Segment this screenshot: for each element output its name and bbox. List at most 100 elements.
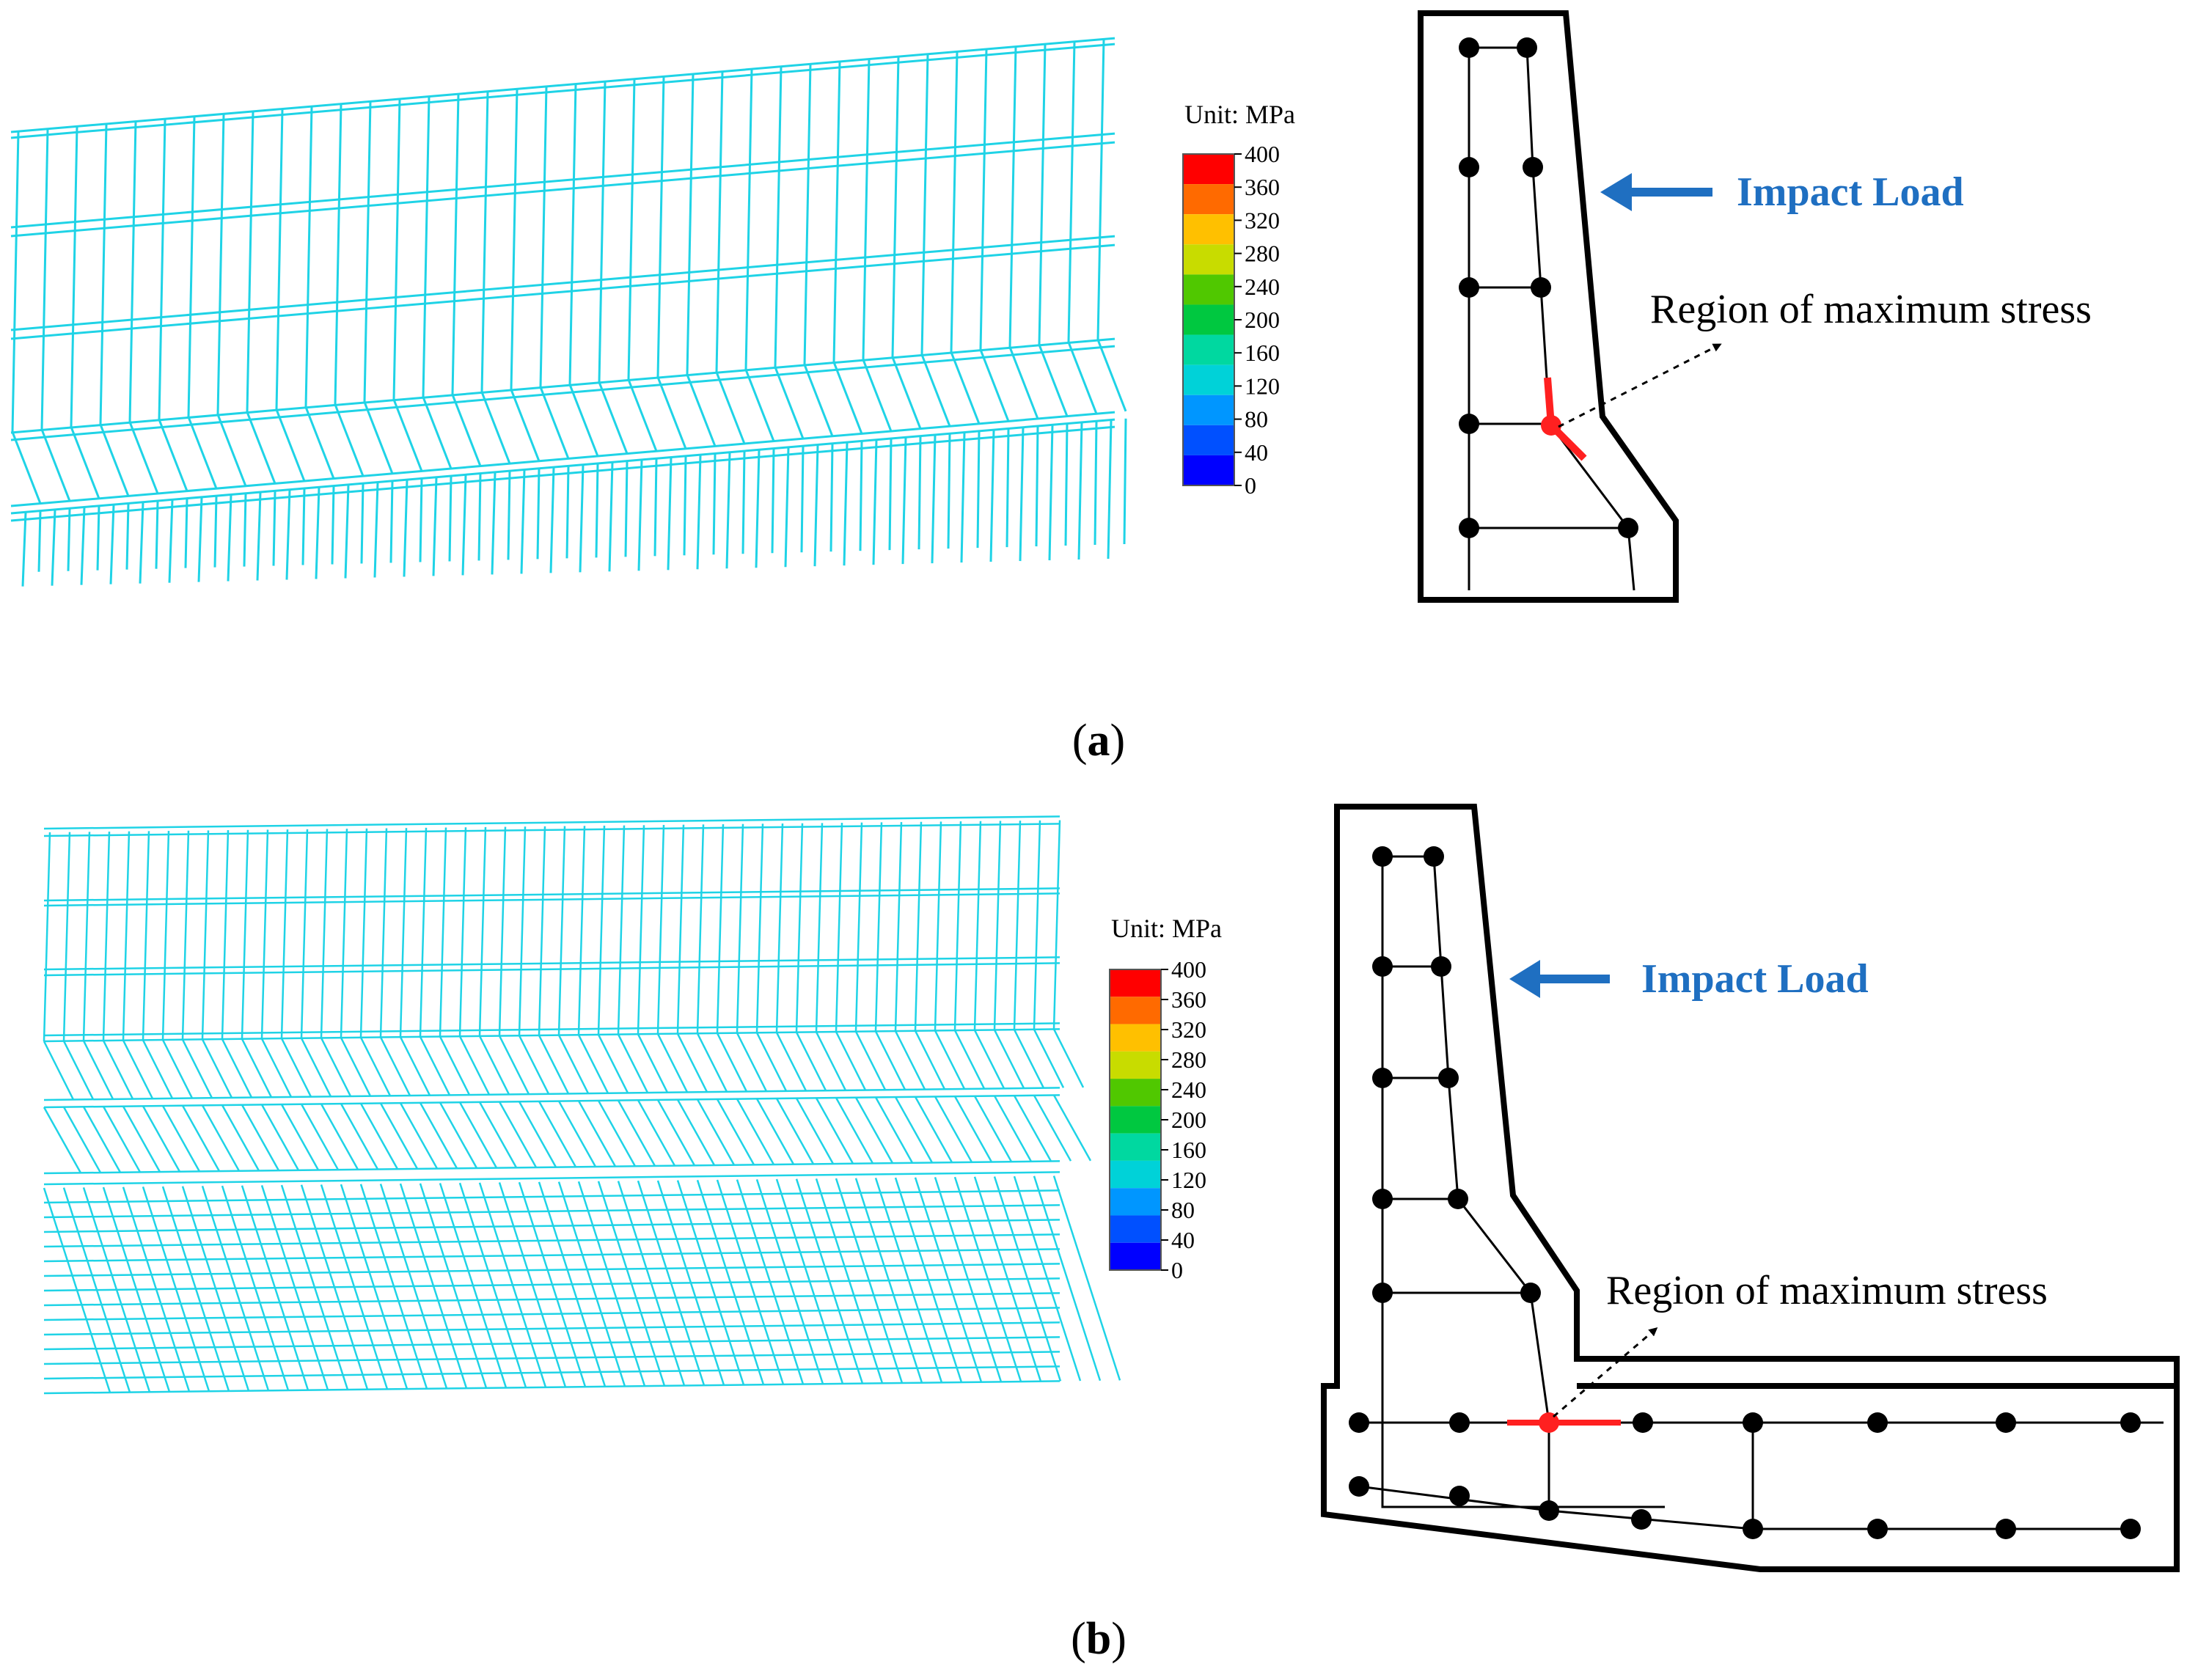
- legend-tick-label: 40: [1245, 439, 1268, 466]
- legend-swatch: [1183, 154, 1234, 185]
- legend-swatch: [1183, 304, 1234, 335]
- rebar-node: [2120, 1519, 2141, 1539]
- rebar-node: [1459, 277, 1479, 298]
- region-pointer-b: [1553, 1327, 1658, 1418]
- rebar-node: [1867, 1412, 1888, 1433]
- impact-arrow-b: [1509, 960, 1610, 998]
- legend-swatch: [1110, 969, 1161, 997]
- legend-swatch: [1110, 1024, 1161, 1052]
- legend-tick-label: 0: [1171, 1257, 1183, 1283]
- rebar-node: [1372, 1068, 1393, 1088]
- rebar-node: [1517, 37, 1537, 58]
- legend-swatch: [1110, 1079, 1161, 1107]
- region-label-a: Region of maximum stress: [1650, 287, 2092, 332]
- legend-tick-label: 400: [1171, 956, 1206, 983]
- rebar-node: [1449, 1486, 1470, 1506]
- rebar-node: [1372, 1283, 1393, 1303]
- legend-tick-label: 120: [1171, 1167, 1206, 1193]
- legend-tick-label: 320: [1171, 1016, 1206, 1043]
- legend-tick-label: 200: [1171, 1107, 1206, 1133]
- legend-tick-label: 120: [1245, 373, 1280, 399]
- legend-tick-label: 280: [1171, 1046, 1206, 1073]
- rebar-node: [1431, 956, 1451, 977]
- rebar-node: [1459, 518, 1479, 538]
- legend-tick-label: 200: [1245, 307, 1280, 333]
- legend-swatch: [1183, 244, 1234, 275]
- legend-tick-label: 80: [1245, 406, 1268, 433]
- rebar-node: [1743, 1412, 1763, 1433]
- rebar-node: [1372, 1189, 1393, 1209]
- rebar-node: [1459, 37, 1479, 58]
- rebar-node: [1449, 1412, 1470, 1433]
- legend-tick-label: 280: [1245, 241, 1280, 267]
- rebar-node: [1633, 1412, 1653, 1433]
- rebar-node: [1631, 1509, 1652, 1530]
- legend-swatch: [1183, 334, 1234, 365]
- legend-swatch: [1110, 1106, 1161, 1134]
- cross-section-a: Impact Load Region of maximum stress: [1418, 10, 2092, 603]
- stress-mesh-b: [43, 815, 1121, 1395]
- legend-swatch: [1183, 184, 1234, 215]
- rebar-node: [2120, 1412, 2141, 1433]
- legend-tick-label: 320: [1245, 207, 1280, 233]
- rebar-node: [1743, 1519, 1763, 1539]
- legend-swatch: [1110, 1160, 1161, 1189]
- max-stress-highlight-b: [1507, 1412, 1621, 1433]
- rebar-node: [1523, 157, 1543, 177]
- legend-tick-label: 160: [1171, 1137, 1206, 1163]
- legend-swatch: [1183, 274, 1234, 305]
- legend-tick-label: 400: [1245, 141, 1280, 167]
- rebar-nodes-b: [1349, 846, 2141, 1539]
- barrier-outline-a: [1418, 10, 1679, 603]
- legend-swatch: [1110, 1242, 1161, 1270]
- rebar-node: [1539, 1500, 1559, 1521]
- legend-unit-label-b: Unit: MPa: [1111, 914, 1222, 943]
- rebar-node: [1531, 277, 1551, 298]
- legend-color-scale-a: [1182, 153, 1235, 486]
- legend-tick-label: 240: [1245, 274, 1280, 300]
- rebar-node: [1372, 846, 1393, 867]
- barrier-outline-b: [1321, 804, 2180, 1572]
- rebar-node: [1372, 956, 1393, 977]
- max-stress-highlight-a: [1541, 377, 1587, 461]
- legend-swatch: [1183, 455, 1234, 485]
- rebar-node: [1520, 1283, 1541, 1303]
- rebar-node: [1438, 1068, 1459, 1088]
- caption-a: (a): [1072, 716, 1125, 766]
- caption-b: (b): [1071, 1614, 1127, 1664]
- legend-tick-label: 240: [1171, 1076, 1206, 1103]
- rebar-node: [1459, 414, 1479, 434]
- legend-swatch: [1110, 1133, 1161, 1161]
- rebar-node: [1424, 846, 1444, 867]
- legend-swatch: [1110, 1215, 1161, 1243]
- rebar-node: [1996, 1412, 2016, 1433]
- legend-tick-label: 360: [1171, 986, 1206, 1013]
- legend-swatch: [1183, 395, 1234, 425]
- stress-mesh-a: [10, 37, 1127, 587]
- legend-swatch: [1183, 425, 1234, 455]
- rebar-node: [1448, 1189, 1468, 1209]
- impact-load-label-b: Impact Load: [1641, 956, 1869, 1002]
- cross-section-b: Impact Load Region of maximum stress: [1321, 804, 2180, 1572]
- region-pointer-a: [1558, 343, 1722, 428]
- region-label-b: Region of maximum stress: [1606, 1268, 2048, 1313]
- legend-color-scale-b: [1109, 969, 1162, 1271]
- rebar-node: [1996, 1519, 2016, 1539]
- legend-swatch: [1110, 1188, 1161, 1216]
- legend-swatch: [1183, 364, 1234, 395]
- rebar-nodes-a: [1459, 37, 1638, 538]
- rebar-node: [1349, 1476, 1369, 1497]
- rebar-node: [1459, 157, 1479, 177]
- legend-swatch: [1183, 214, 1234, 245]
- impact-load-label-a: Impact Load: [1737, 169, 1964, 215]
- legend-tick-label: 80: [1171, 1197, 1195, 1223]
- impact-arrow-a: [1600, 173, 1712, 211]
- rebar-node: [1349, 1412, 1369, 1433]
- rebar-node: [1618, 518, 1638, 538]
